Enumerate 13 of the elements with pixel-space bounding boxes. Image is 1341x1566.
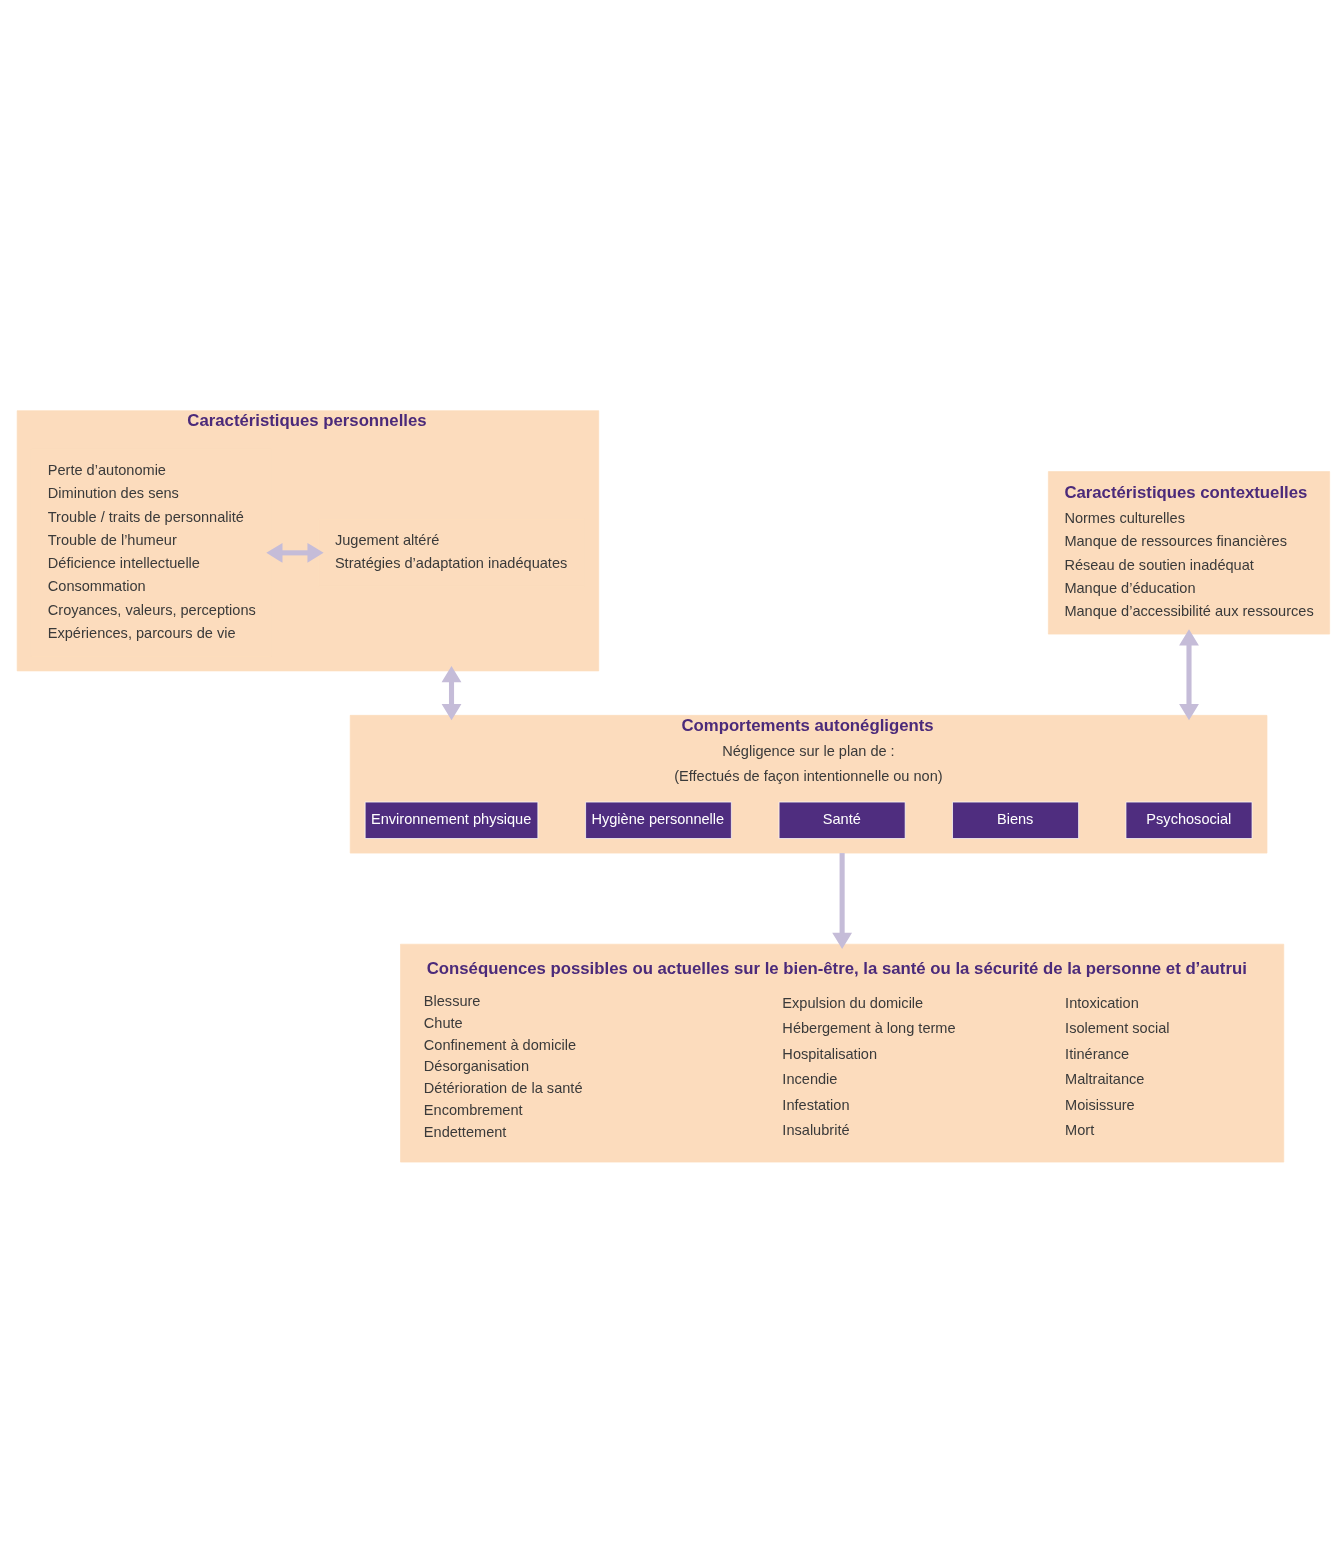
node-box: Psychosocial [1125,801,1253,839]
node-box: Caractéristiques contextuelles Normes culturelles Manque de ressources financières Réseau de soutien inadéquat Manque d’éducation Manque d’accessibilité aux ressources [1048,470,1330,634]
node-text: Jugement altéré Stratégies d’adaptation inadéquates [334,531,568,571]
arrow [832,852,853,949]
arrow [1179,628,1199,720]
node-box: Santé [778,801,906,839]
node-box: Conséquences possibles ou actuelles sur le bien-être, la santé ou la sécurité de la personne et d’autrui Blessure Chute Confinement à domicile Désorganisation Détérioration de la santé Encombrement Endettement Expulsion du domicile Hébergement à long terme Hospitalisation Incendie Infestation Insalubrité Intoxication Isolement social Itinérance Maltraitance Moisissure Mort [400,943,1285,1162]
node-box: Environnement physique [364,801,539,839]
arrow [441,665,462,720]
node-text: Perte d’autonomie Diminution des sens Trouble / traits de personnalité Trouble de l’humeur Déficience intellectuelle Consommation Croyances, valeurs, perceptions Expériences, parcours de vie [47,461,256,641]
node-box: Hygiène personnelle [585,801,732,839]
arrow [266,542,324,563]
node-box: Biens [952,801,1079,839]
